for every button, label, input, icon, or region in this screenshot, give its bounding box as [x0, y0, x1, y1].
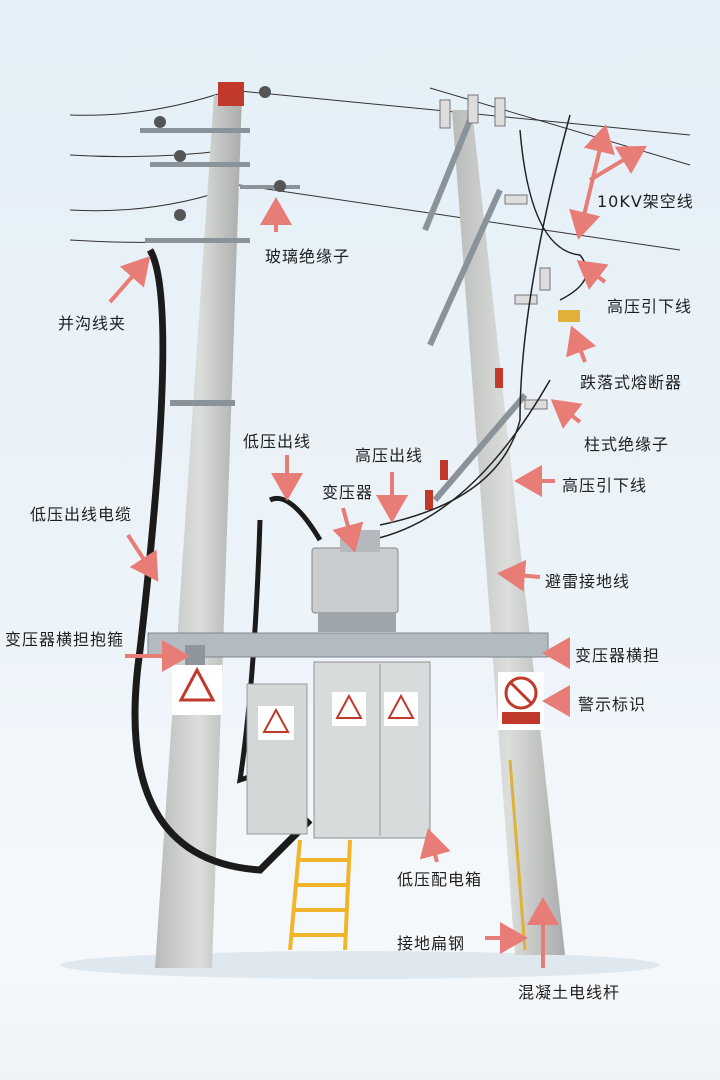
arrow-transformer	[332, 507, 364, 553]
label-hv-down-lead-2: 高压引下线	[562, 476, 648, 495]
drop-out-fuse	[558, 310, 580, 322]
label-overhead-line: 10KV架空线	[597, 192, 694, 211]
transformer-top	[340, 530, 380, 552]
arrow-lv-cable	[126, 533, 159, 582]
left-crossarms	[140, 128, 300, 406]
fuses	[425, 368, 503, 510]
label-transformer: 变压器	[322, 483, 374, 502]
arrow-post-insulator	[550, 399, 583, 429]
lv-distribution-box	[313, 661, 431, 839]
glass-insulators	[154, 86, 286, 221]
arrow-overhead-1	[569, 124, 615, 240]
ladder	[288, 839, 352, 951]
right-crossarms	[422, 118, 528, 502]
label-hv-outgoing-line: 高压出线	[355, 446, 424, 465]
arrow-lv-box	[419, 828, 451, 863]
arrow-ground-wire	[497, 559, 541, 592]
crossarm-hoop	[185, 645, 205, 665]
pointer-arrows	[108, 124, 647, 968]
label-post-insulator: 柱式绝缘子	[584, 435, 670, 454]
label-glass-insulator: 玻璃绝缘子	[265, 247, 351, 266]
label-hv-down-lead-1: 高压引下线	[607, 297, 693, 316]
pole-cap	[218, 82, 244, 106]
arrow-overhead-2	[588, 145, 647, 182]
arrow-fuse	[566, 325, 597, 363]
label-transformer-crossarm: 变压器横担	[575, 646, 661, 665]
label-drop-out-fuse: 跌落式熔断器	[580, 373, 683, 392]
arrow-hv-lead-1	[576, 260, 609, 290]
right-concrete-pole	[452, 110, 565, 955]
transformer-body	[311, 547, 399, 614]
label-lightning-ground-wire: 避雷接地线	[545, 572, 631, 591]
label-concrete-pole: 混凝土电线杆	[518, 983, 621, 1002]
label-grounding-flat-steel: 接地扁钢	[397, 934, 466, 953]
label-warning-sign: 警示标识	[578, 695, 647, 714]
lv-outgoing-cable	[131, 248, 313, 874]
label-parallel-groove-clamp: 并沟线夹	[58, 314, 127, 333]
transformer-base	[318, 612, 396, 632]
left-concrete-pole	[155, 95, 242, 968]
grounding-flat-steel	[508, 759, 527, 951]
transformer-crossarm	[147, 632, 549, 658]
label-lv-outgoing-cable: 低压出线电缆	[30, 505, 133, 524]
arrow-clamp	[108, 255, 151, 304]
ground	[60, 951, 660, 979]
warning-signs	[172, 665, 544, 740]
label-lv-distribution-box: 低压配电箱	[397, 870, 483, 889]
label-lv-outgoing-line: 低压出线	[243, 432, 312, 451]
label-crossarm-hoop: 变压器横担抱箍	[5, 630, 125, 649]
